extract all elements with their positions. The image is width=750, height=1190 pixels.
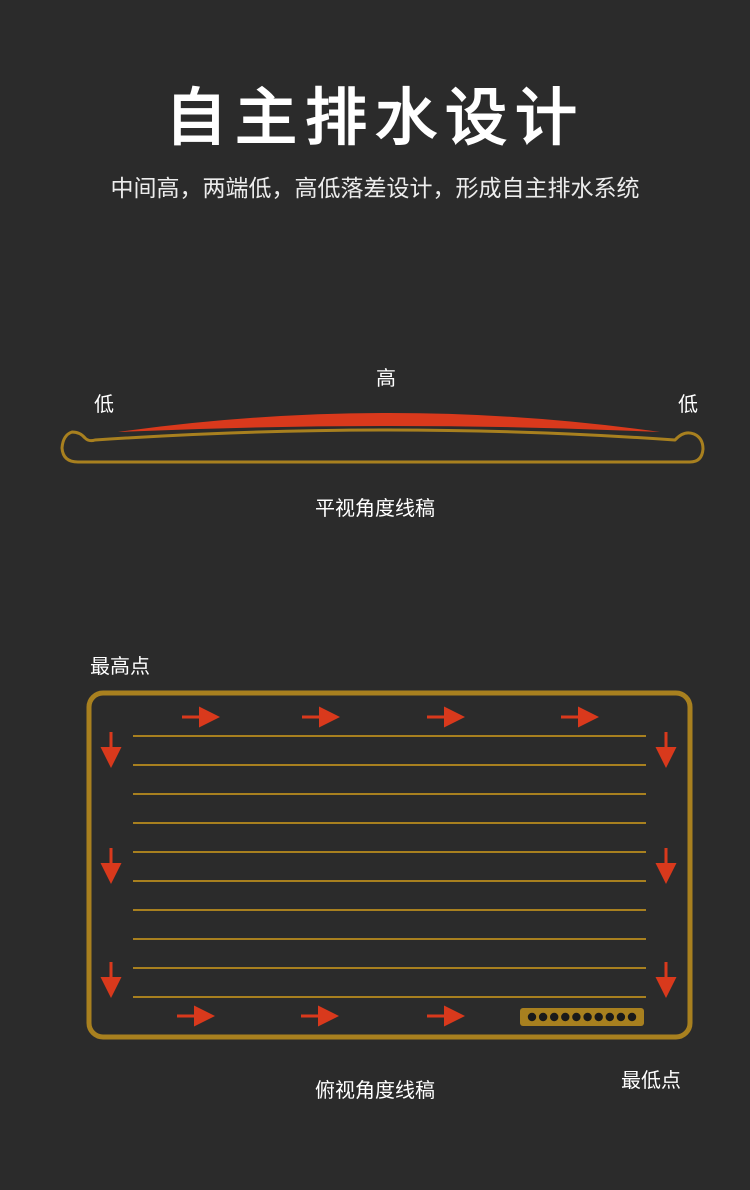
drain-hole bbox=[627, 1012, 637, 1022]
drain-hole bbox=[550, 1012, 559, 1022]
drain-hole bbox=[527, 1012, 537, 1022]
top-label-lowest: 最低点 bbox=[621, 1068, 681, 1092]
drain-hole bbox=[561, 1012, 570, 1022]
drain-outlet bbox=[520, 1008, 644, 1026]
side-view-outline bbox=[60, 428, 705, 464]
top-view-caption: 俯视角度线稿 bbox=[315, 1078, 435, 1102]
side-view-caption: 平视角度线稿 bbox=[315, 496, 435, 520]
page-subtitle: 中间高，两端低，高低落差设计，形成自主排水系统 bbox=[110, 176, 640, 202]
drain-hole bbox=[583, 1012, 592, 1022]
drain-hole bbox=[572, 1012, 581, 1022]
side-view-raised-center bbox=[118, 413, 660, 432]
page-title: 自主排水设计 bbox=[164, 81, 585, 154]
top-view-outline bbox=[86, 690, 693, 1040]
drain-hole bbox=[616, 1012, 626, 1022]
side-label-low-right: 低 bbox=[678, 392, 698, 416]
side-view-diagram bbox=[60, 413, 705, 464]
drain-hole bbox=[538, 1012, 548, 1022]
drain-hole bbox=[605, 1012, 614, 1022]
drain-outlet-frame bbox=[520, 1008, 644, 1026]
top-view-diagram bbox=[86, 690, 693, 1040]
side-label-low-left: 低 bbox=[94, 392, 114, 416]
drain-hole bbox=[594, 1012, 603, 1022]
top-label-highest: 最高点 bbox=[90, 654, 150, 678]
top-view-ribs bbox=[133, 735, 646, 998]
side-label-high: 高 bbox=[376, 366, 396, 390]
